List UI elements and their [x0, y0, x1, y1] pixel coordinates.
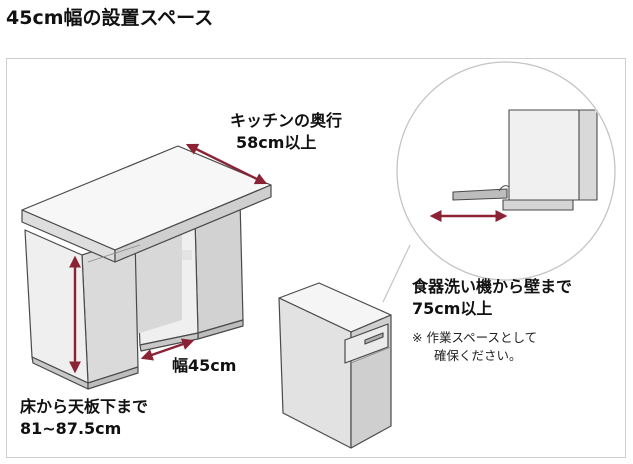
depth-arrow: [185, 143, 268, 185]
note-line1: ※ 作業スペースとして: [412, 330, 538, 345]
wall-clearance-label: 食器洗い機から壁まで 75cm以上: [412, 276, 572, 319]
detail-circle: [382, 61, 616, 303]
page-title: 45cm幅の設置スペース: [6, 7, 214, 29]
depth-label-line2: 58cm以上: [236, 132, 317, 152]
work-space-note: ※ 作業スペースとして 確保ください。: [412, 329, 537, 365]
dishwasher: [278, 282, 392, 449]
dimension-arrows: [69, 143, 508, 374]
width-label: 幅45cm: [172, 356, 237, 375]
height-label-line2: 81~87.5cm: [20, 418, 122, 438]
depth-label: キッチンの奥行 58cm以上: [230, 110, 342, 153]
kitchen-counter: [21, 145, 272, 390]
depth-label-line1: キッチンの奥行: [230, 111, 343, 130]
width-arrow: [140, 338, 195, 361]
wall-clearance-line2: 75cm以上: [412, 298, 493, 318]
note-line2: 確保ください。: [434, 348, 522, 364]
diagram-frame: [6, 58, 626, 458]
wall-clearance-line1: 食器洗い機から壁まで: [412, 277, 573, 296]
height-label-line1: 床から天板下まで: [20, 397, 149, 416]
height-label: 床から天板下まで 81~87.5cm: [20, 396, 148, 439]
